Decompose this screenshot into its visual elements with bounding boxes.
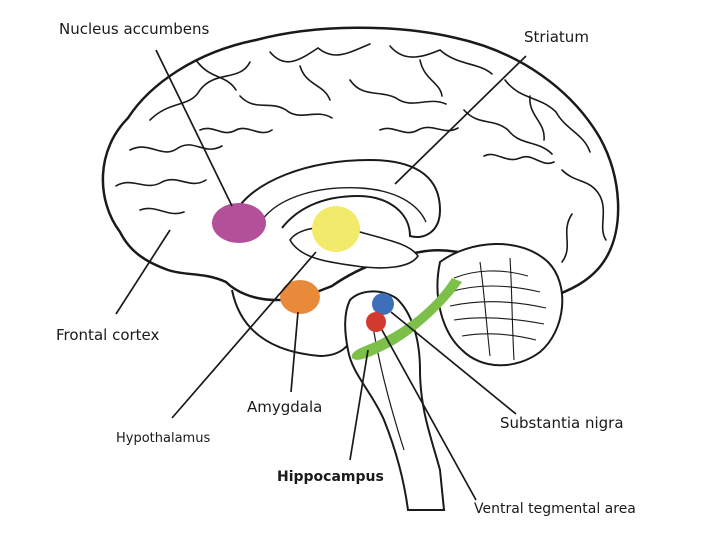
- leader-lines: [115, 49, 527, 501]
- ventral-tegmental-area-region: [366, 312, 386, 332]
- leader-amygdala: [290, 311, 299, 393]
- leader-hypothalamus: [171, 251, 317, 419]
- label-ventral-tegmental-area: Ventral tegmental area: [474, 501, 636, 517]
- leader-striatum: [394, 55, 527, 185]
- amygdala-region: [280, 280, 320, 314]
- label-nucleus-accumbens: Nucleus accumbens: [59, 20, 210, 38]
- leader-substantia-nigra: [390, 311, 517, 415]
- gyri-lines: [115, 43, 607, 263]
- leader-frontal-cortex: [115, 229, 171, 315]
- hippocampus-region: [351, 278, 462, 360]
- leader-ventral-tegmental-area: [381, 329, 477, 501]
- substantia-nigra-region: [372, 293, 394, 315]
- striatum-region: [312, 206, 360, 252]
- label-hypothalamus: Hypothalamus: [116, 431, 211, 446]
- label-frontal-cortex: Frontal cortex: [56, 326, 160, 344]
- corpus-callosum: [231, 158, 442, 238]
- label-striatum: Striatum: [524, 28, 589, 46]
- leader-nucleus-accumbens: [155, 49, 233, 207]
- label-substantia-nigra: Substantia nigra: [500, 414, 624, 432]
- nucleus-accumbens-region: [212, 203, 266, 243]
- leader-hippocampus: [349, 349, 369, 461]
- cerebellum-folia: [449, 257, 547, 361]
- label-amygdala: Amygdala: [247, 398, 323, 416]
- label-hippocampus: Hippocampus: [277, 469, 384, 485]
